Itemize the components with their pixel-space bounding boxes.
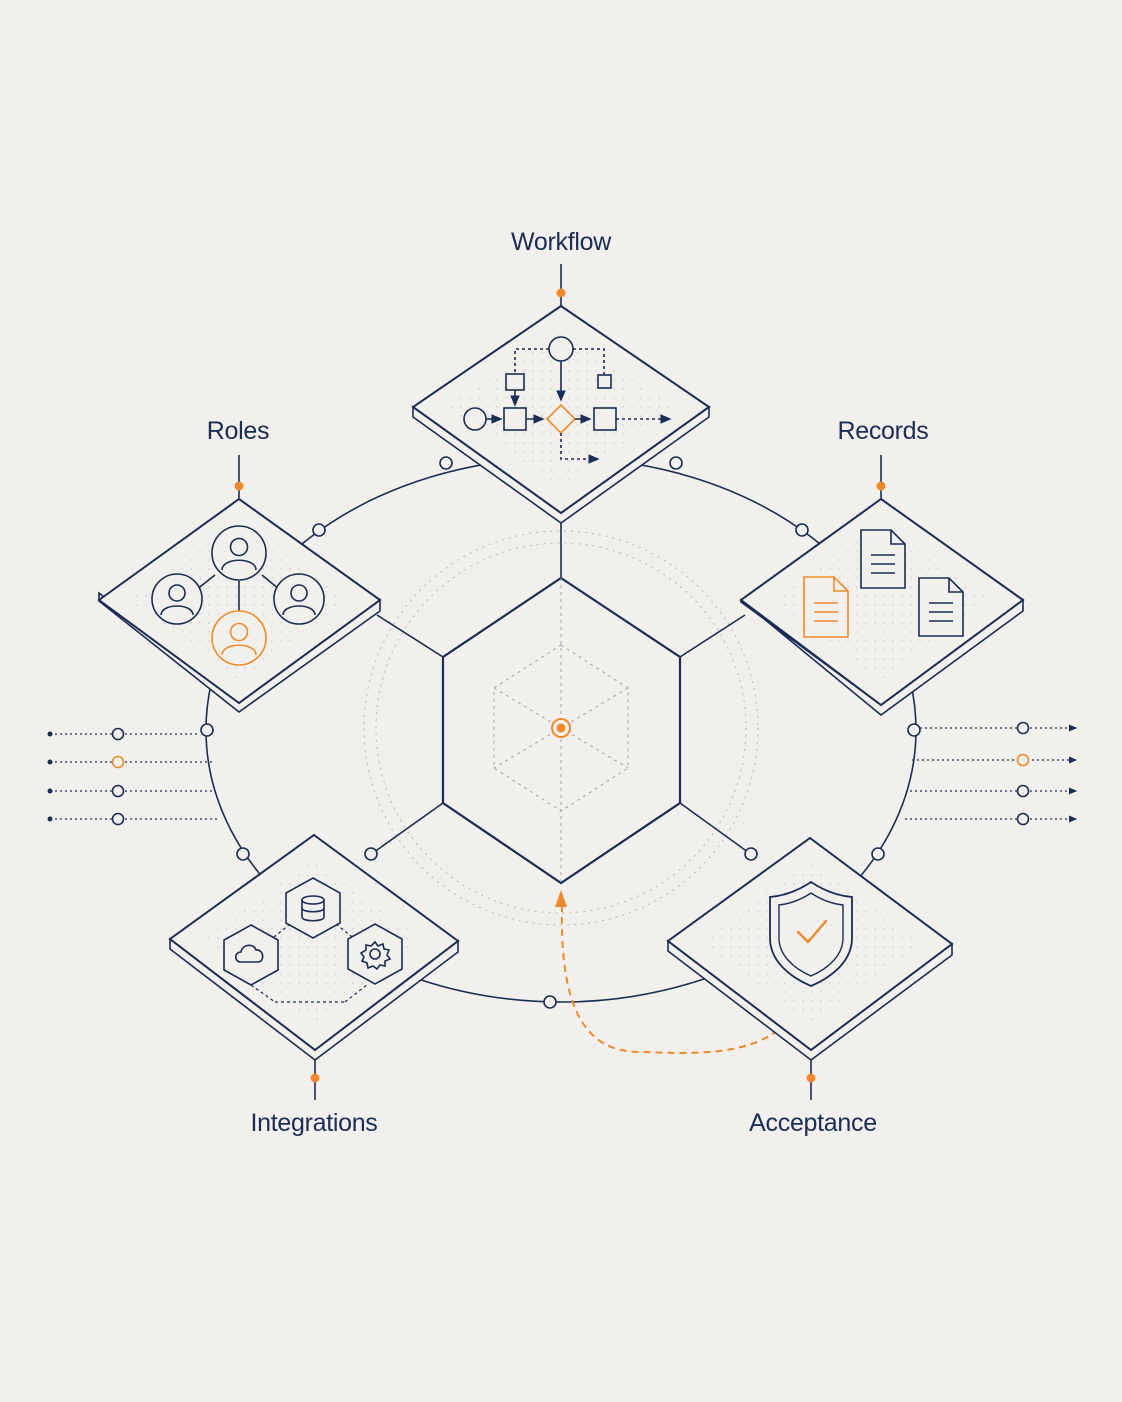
inner-guide-rings (363, 530, 759, 926)
workflow-tile: Workflow (411, 228, 711, 524)
gear-icon (347, 923, 403, 985)
acceptance-label: Acceptance (749, 1109, 877, 1137)
documents-icon (803, 529, 964, 638)
shield-check-icon (769, 880, 853, 987)
records-tile: Records (739, 417, 1025, 717)
ring-nodes (200, 456, 921, 1009)
cloud-icon (223, 924, 279, 986)
hexagon-hub-icon (441, 576, 682, 885)
records-label: Records (838, 417, 929, 445)
spokes (369, 520, 753, 856)
database-icon (285, 877, 341, 939)
right-output-lines (905, 721, 1078, 826)
left-input-lines (47, 727, 218, 826)
flowchart-icon (463, 336, 672, 464)
roles-tile: Roles (97, 417, 382, 714)
integrations-tile: Integrations (168, 833, 460, 1137)
integrations-label: Integrations (250, 1109, 377, 1137)
user-group-icon (151, 525, 325, 666)
roles-label: Roles (207, 417, 269, 445)
feedback-arrow (555, 890, 779, 1054)
workflow-label: Workflow (511, 228, 612, 256)
acceptance-tile: Acceptance (666, 836, 954, 1137)
